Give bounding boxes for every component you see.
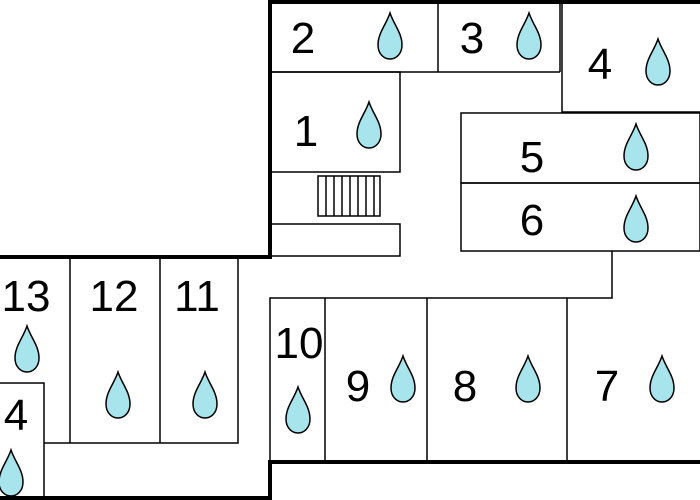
water-drop-icon [105,371,131,419]
water-drop-icon [285,386,311,434]
water-drop-icon [356,101,382,149]
room-label-4: 4 [588,40,612,89]
water-drop-icon [623,195,649,243]
room-label-6: 6 [520,196,544,245]
room-label-11: 11 [174,272,220,321]
room-labels: 1 2 3 4 5 6 7 8 9 10 11 12 13 4 [2,14,620,440]
room-label-8: 8 [453,362,477,411]
room-label-10: 10 [275,319,324,368]
room-label-1: 1 [294,107,318,156]
water-drop-icon [14,325,40,373]
room-label-3: 3 [460,14,484,63]
water-drop-icon [377,12,403,60]
room-label-14: 4 [4,391,28,440]
room-label-12: 12 [90,272,139,321]
water-drop-icon [649,355,675,403]
water-drop-icon [390,355,416,403]
water-drop-icon [645,38,671,86]
water-drop-icon [516,12,542,60]
water-drops [0,12,675,497]
staircase [317,175,381,217]
room-label-13: 13 [2,272,51,321]
water-drop-icon [623,123,649,171]
water-drop-icon [192,371,218,419]
water-drop-icon [515,355,541,403]
room-label-2: 2 [291,14,315,63]
room-label-7: 7 [595,362,619,411]
water-drop-icon [0,449,24,497]
room-label-5: 5 [520,133,544,182]
room-label-9: 9 [346,362,370,411]
